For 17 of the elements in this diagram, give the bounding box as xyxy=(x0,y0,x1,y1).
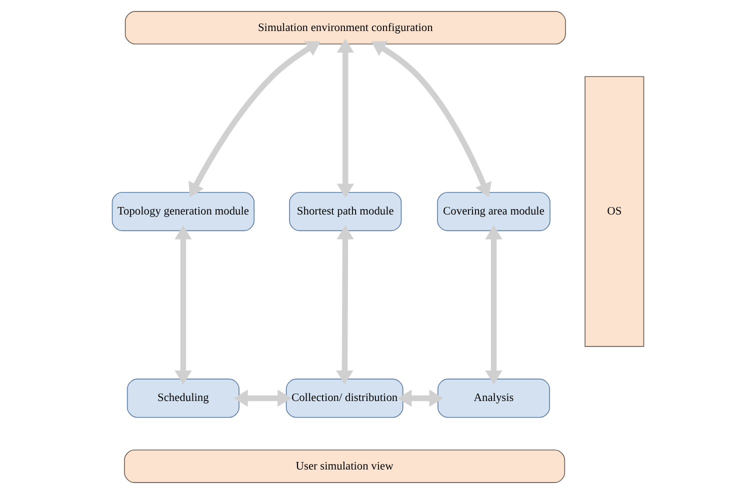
arrow xyxy=(484,225,502,385)
arrow xyxy=(188,41,320,198)
node-box: User simulation view xyxy=(124,450,565,483)
arrow xyxy=(233,390,292,407)
arrow xyxy=(397,390,443,407)
node-box: Collection/ distribution xyxy=(285,378,403,418)
node-box: Shortest path module xyxy=(288,192,402,232)
arrow xyxy=(336,38,354,198)
node-box: Topology generation module xyxy=(111,192,254,232)
arrow xyxy=(336,225,354,385)
node-box: Scheduling xyxy=(126,378,239,418)
node-box: Covering area module xyxy=(436,192,550,232)
arrow xyxy=(370,41,491,198)
node-box: OS xyxy=(584,76,644,347)
node-box: Analysis xyxy=(437,378,550,418)
node-box: Simulation environment configuration xyxy=(124,11,566,44)
arrow xyxy=(174,225,192,385)
